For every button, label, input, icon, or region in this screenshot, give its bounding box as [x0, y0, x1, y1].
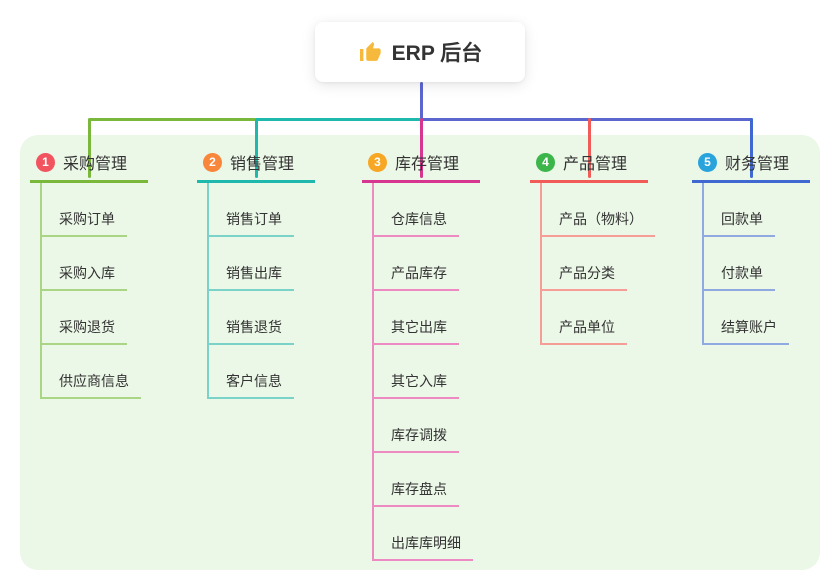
branch-number-badge: 2	[203, 152, 222, 172]
child-label: 客户信息	[226, 373, 282, 389]
branch-number-badge: 3	[368, 152, 387, 172]
branch-header-4[interactable]: 4 产品管理	[530, 146, 648, 183]
branch-label: 库存管理	[395, 156, 460, 173]
child-label: 付款单	[721, 265, 763, 281]
branch-children: 产品（物料） 产品分类产品单位	[540, 183, 655, 345]
branch-children: 仓库信息产品库存其它出库其它入库库存调拨库存盘点出库库明细	[372, 183, 473, 561]
child-label: 仓库信息	[391, 211, 447, 227]
child-label: 库存盘点	[391, 481, 447, 497]
branch-label: 采购管理	[63, 156, 128, 173]
child-label: 产品（物料）	[559, 211, 643, 227]
child-node[interactable]: 付款单	[704, 237, 775, 291]
child-node[interactable]: 其它入库	[374, 345, 459, 399]
branch-label: 产品管理	[563, 156, 628, 173]
child-label: 结算账户	[721, 319, 777, 335]
child-node[interactable]: 采购退货	[42, 291, 127, 345]
connector-segment	[421, 118, 753, 121]
child-node[interactable]: 出库库明细	[374, 507, 473, 561]
child-label: 产品分类	[559, 265, 615, 281]
branch-children: 采购订单采购入库采购退货供应商信息	[40, 183, 141, 399]
root-label: ERP 后台	[391, 42, 483, 65]
child-label: 库存调拨	[391, 427, 447, 443]
connector-drop-2	[254, 118, 258, 178]
child-node[interactable]: 库存调拨	[374, 399, 459, 453]
branches-panel	[20, 135, 820, 570]
branch-number-badge: 1	[36, 152, 55, 172]
thumbs-up-icon	[358, 40, 382, 64]
branch-header-3[interactable]: 3 库存管理	[362, 146, 480, 183]
connector-segment	[256, 118, 421, 121]
connector-segment	[89, 118, 256, 121]
connector-drop-3	[419, 118, 423, 178]
child-node[interactable]: 库存盘点	[374, 453, 459, 507]
child-node[interactable]: 产品分类	[542, 237, 627, 291]
child-node[interactable]: 采购订单	[42, 183, 127, 237]
branch-header-5[interactable]: 5 财务管理	[692, 146, 810, 183]
child-label: 产品库存	[391, 265, 447, 281]
branch-children: 回款单付款单结算账户	[702, 183, 789, 345]
connector-drop-5	[749, 118, 753, 178]
child-node[interactable]: 销售出库	[209, 237, 294, 291]
branch-header-2[interactable]: 2 销售管理	[197, 146, 315, 183]
child-node[interactable]: 回款单	[704, 183, 775, 237]
child-node[interactable]: 产品单位	[542, 291, 627, 345]
branch-header-1[interactable]: 1 采购管理	[30, 146, 148, 183]
child-node[interactable]: 结算账户	[704, 291, 789, 345]
child-label: 销售订单	[226, 211, 282, 227]
child-label: 其它入库	[391, 373, 447, 389]
child-label: 回款单	[721, 211, 763, 227]
child-node[interactable]: 产品（物料）	[542, 183, 655, 237]
child-label: 其它出库	[391, 319, 447, 335]
child-label: 供应商信息	[59, 373, 129, 389]
branch-column: 4 产品管理 产品（物料） 产品分类产品单位	[530, 146, 680, 345]
child-label: 采购入库	[59, 265, 115, 281]
branch-number-badge: 5	[698, 152, 717, 172]
child-node[interactable]: 采购入库	[42, 237, 127, 291]
root-connector-stem	[419, 82, 423, 121]
branch-column: 3 库存管理 仓库信息产品库存其它出库其它入库库存调拨库存盘点出库库明细	[362, 146, 512, 561]
branch-column: 2 销售管理 销售订单销售出库销售退货客户信息	[197, 146, 347, 399]
child-node[interactable]: 其它出库	[374, 291, 459, 345]
child-label: 采购退货	[59, 319, 115, 335]
child-node[interactable]: 仓库信息	[374, 183, 459, 237]
child-node[interactable]: 销售退货	[209, 291, 294, 345]
child-node[interactable]: 销售订单	[209, 183, 294, 237]
branch-label: 财务管理	[725, 156, 790, 173]
child-node[interactable]: 供应商信息	[42, 345, 141, 399]
branch-column: 5 财务管理 回款单付款单结算账户	[692, 146, 839, 345]
child-label: 销售退货	[226, 319, 282, 335]
root-node[interactable]: ERP 后台	[315, 22, 525, 82]
child-label: 出库库明细	[391, 535, 461, 551]
child-label: 采购订单	[59, 211, 115, 227]
connector-drop-4	[587, 118, 591, 178]
branch-column: 1 采购管理 采购订单采购入库采购退货供应商信息	[30, 146, 180, 399]
child-label: 产品单位	[559, 319, 615, 335]
connector-drop-1	[87, 118, 91, 178]
branch-label: 销售管理	[230, 156, 295, 173]
branch-children: 销售订单销售出库销售退货客户信息	[207, 183, 294, 399]
child-label: 销售出库	[226, 265, 282, 281]
branch-number-badge: 4	[536, 152, 555, 172]
child-node[interactable]: 客户信息	[209, 345, 294, 399]
child-node[interactable]: 产品库存	[374, 237, 459, 291]
